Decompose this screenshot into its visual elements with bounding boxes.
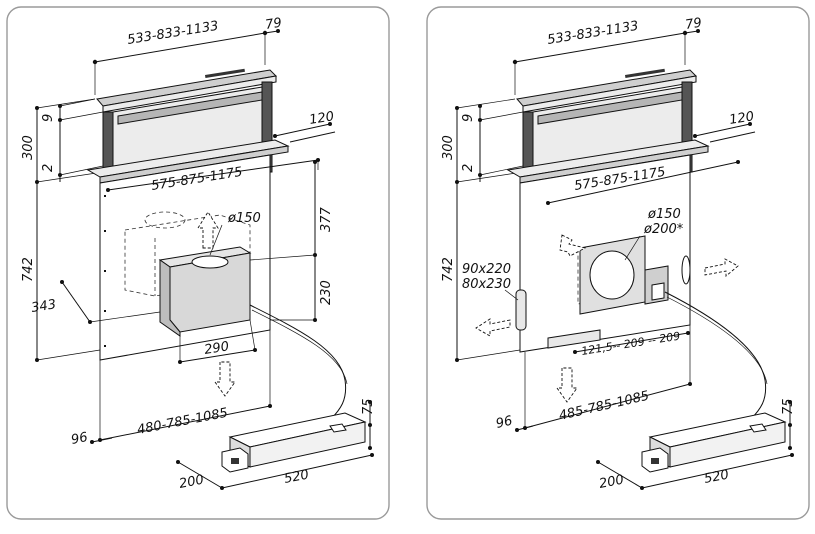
right-control-box: [641, 412, 787, 473]
right-arrow-left: [475, 318, 511, 337]
left-motor-box: [158, 211, 252, 397]
left-right-height-dims: 377 230: [249, 160, 334, 322]
left-d-343-dim: 343: [30, 280, 161, 324]
right-height-dims: 9 300 2: [441, 98, 524, 184]
right-depth-120-dim: 120: [693, 109, 755, 143]
right-gap-2-label: 2: [461, 164, 476, 172]
right-arrow-down: [556, 367, 578, 403]
left-gap-9-label: 9: [41, 114, 56, 122]
right-duct-80-label: 80x230: [462, 277, 511, 292]
right-dia-150-label: ø150: [647, 207, 681, 222]
left-box-h-label: 75: [361, 398, 376, 415]
right-d-96-label: 96: [495, 414, 514, 432]
left-box-w-label: 520: [283, 467, 310, 486]
left-d-96-dim: 96: [70, 430, 113, 448]
right-arrow-up: [559, 234, 587, 257]
right-depth-120-label: 120: [728, 109, 755, 128]
left-top-depth-label: 79: [264, 16, 283, 33]
right-h-300-label: 300: [441, 135, 456, 160]
left-d-343-label: 343: [30, 297, 57, 316]
right-side-duct: [515, 289, 527, 331]
right-panel: 533-833-1133 79 9 300: [426, 6, 810, 520]
left-h-377-label: 377: [319, 206, 334, 232]
left-depth-120-dim: 120: [273, 109, 335, 143]
left-depth-120-label: 120: [308, 109, 335, 128]
right-d-96-dim: 96: [495, 414, 534, 432]
right-duct-90-label: 90x220: [462, 262, 511, 277]
right-motor-plate: [577, 235, 691, 315]
left-h-742-dim: 742: [21, 182, 101, 362]
left-panel: 533-833-1133 79: [6, 6, 390, 520]
left-height-dims: 9 300 2: [21, 98, 104, 184]
right-arrow-right: [704, 258, 739, 277]
left-box-d-label: 200: [178, 472, 205, 491]
left-w-290-dim: 290: [178, 319, 257, 364]
left-h-230-label: 230: [319, 280, 334, 305]
left-d-96-label: 96: [70, 430, 89, 448]
right-dia-200-label: ø200*: [643, 222, 684, 237]
left-box-dims: 75 200 520: [176, 398, 376, 492]
left-control-box: [221, 412, 367, 473]
right-h-742-dim: 742: [441, 182, 521, 362]
right-box-w-label: 520: [703, 467, 730, 486]
left-w-290-label: 290: [203, 339, 230, 358]
left-h-300-label: 300: [21, 135, 36, 160]
right-top-depth-label: 79: [684, 16, 703, 33]
left-dia-150-label: ø150: [227, 211, 261, 226]
right-h-742-label: 742: [441, 257, 456, 282]
right-gap-9-label: 9: [461, 114, 476, 122]
right-box-dims: 75 200 520: [596, 398, 796, 492]
right-box-h-label: 75: [781, 398, 796, 415]
left-h-742-label: 742: [21, 257, 36, 282]
right-box-d-label: 200: [598, 472, 625, 491]
left-gap-2-label: 2: [41, 164, 56, 172]
